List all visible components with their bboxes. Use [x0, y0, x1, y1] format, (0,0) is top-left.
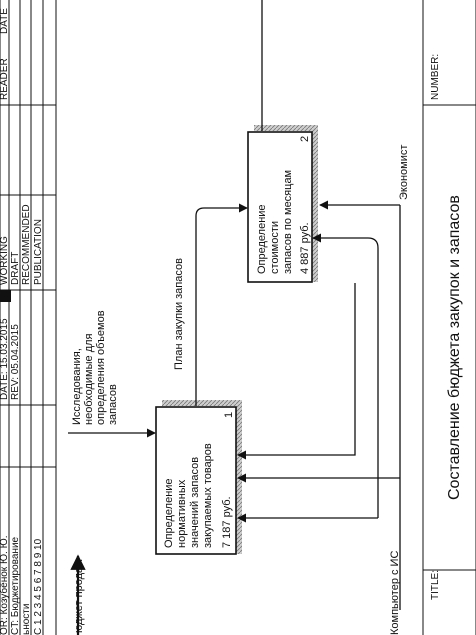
- box1-line-4: закупаемых товаров: [202, 443, 214, 548]
- footer-frame: [422, 0, 476, 635]
- activity-box-2[interactable]: Определение стоимости запасов по месяцам…: [247, 125, 318, 283]
- activity-box-1[interactable]: Определение нормативных значений запасов…: [155, 400, 242, 555]
- reader-label: READER: [0, 58, 10, 100]
- arrow-economist-label: Экономист: [398, 145, 410, 200]
- header-frame: [0, 0, 57, 635]
- arrow-plan-label: План закупки запасов: [173, 258, 185, 370]
- arrow-computer-label: Компьютер с ИС: [389, 551, 401, 635]
- box1-line-1: Определение: [163, 478, 175, 548]
- status-marker: [0, 290, 11, 302]
- box2-line-1: Определение: [256, 204, 268, 274]
- research-line-2: необходимые для: [83, 333, 95, 425]
- research-line-3: определения объемов: [95, 310, 107, 425]
- author-label: OR: Козубёнок Ю. Ю.: [0, 536, 10, 635]
- status-publication: PUBLICATION: [33, 219, 44, 285]
- notes-numbers: С 1 2 3 4 5 6 7 8 9 10: [33, 538, 44, 635]
- box1-line-2: нормативных: [176, 479, 188, 548]
- title-label: TITLE:: [430, 570, 441, 600]
- box2-line-2: стоимости: [269, 221, 281, 274]
- arrow-plan: [195, 203, 248, 406]
- research-line-1: Исследования,: [71, 348, 83, 425]
- box2-number: 2: [299, 136, 311, 142]
- box2-cost: 4 887 руб.: [299, 222, 311, 274]
- date-column-label: DATE: [0, 8, 10, 34]
- arrow-feedback: [237, 283, 356, 460]
- arrow-computer: [237, 233, 400, 523]
- arrow-economist: [319, 200, 401, 610]
- notes-label: ьности: [21, 604, 32, 635]
- box1-number: 1: [223, 412, 235, 418]
- date-label: DATE: 15.03.2015: [0, 318, 10, 400]
- number-label: NUMBER:: [430, 54, 441, 100]
- box1-cost: 7 187 руб.: [221, 496, 233, 548]
- research-line-4: запасов: [107, 384, 119, 425]
- status-working: WORKING: [0, 236, 10, 285]
- box1-line-3: значений запасов: [189, 457, 201, 548]
- arrow-budget-label: юджет продаж: [73, 559, 85, 633]
- status-draft: DRAFT: [10, 252, 21, 285]
- box2-line-3: запасов по месяцам: [282, 170, 294, 274]
- project-label: CT: Бюджетирование: [10, 536, 21, 635]
- diagram-title: Составление бюджета закупок и запасов: [446, 195, 463, 500]
- rev-label: REV: 05.04.2015: [10, 324, 21, 400]
- status-recommended: RECOMMENDED: [21, 204, 32, 285]
